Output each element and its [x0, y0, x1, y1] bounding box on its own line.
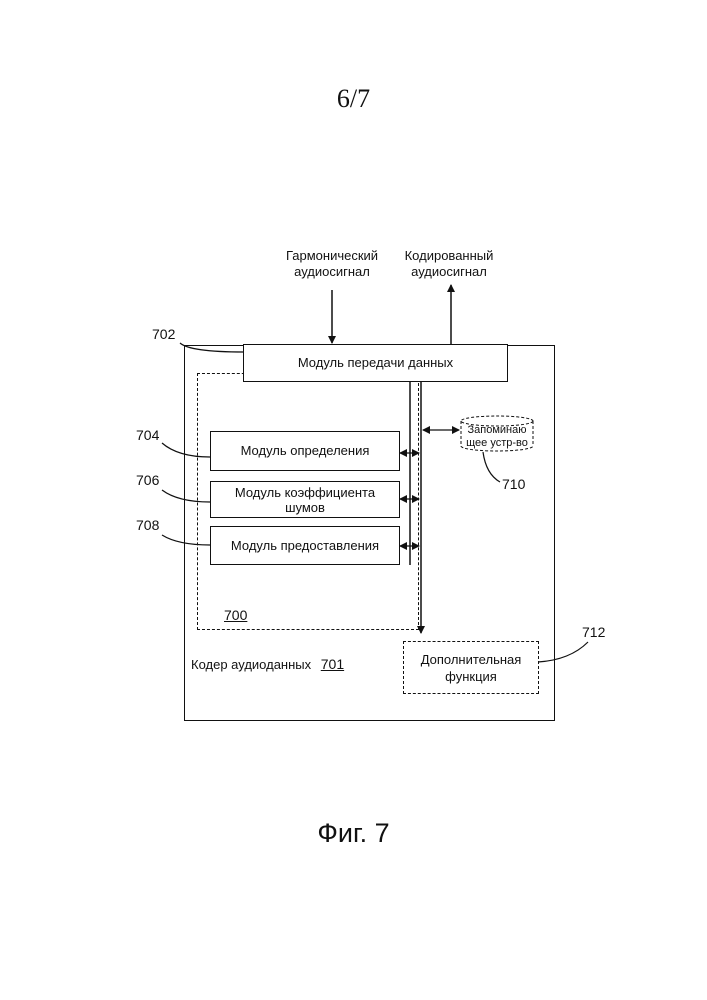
additional-function-box: Дополнительная функция [403, 641, 539, 694]
figure-caption: Фиг. 7 [0, 818, 707, 849]
ref-704: 704 [136, 427, 159, 443]
determination-module: Модуль определения [210, 431, 400, 471]
memory-label: Запоминаю щее устр-во [459, 424, 535, 450]
ref-702: 702 [152, 326, 175, 342]
encoder-ref: 701 [321, 656, 344, 672]
harmonic-signal-label: Гармонический аудиосигнал [262, 248, 402, 280]
provision-module: Модуль предоставления [210, 526, 400, 565]
ref-712: 712 [582, 624, 605, 640]
noise-factor-module: Модуль коэффициента шумов [210, 481, 400, 518]
data-transfer-module: Модуль передачи данных [243, 344, 508, 382]
unit-700-ref: 700 [224, 607, 247, 623]
encoder-label: Кодер аудиоданных 701 [191, 656, 344, 672]
ref-708: 708 [136, 517, 159, 533]
encoded-signal-label: Кодированный аудиосигнал [384, 248, 514, 280]
ref-706: 706 [136, 472, 159, 488]
ref-710: 710 [502, 476, 525, 492]
